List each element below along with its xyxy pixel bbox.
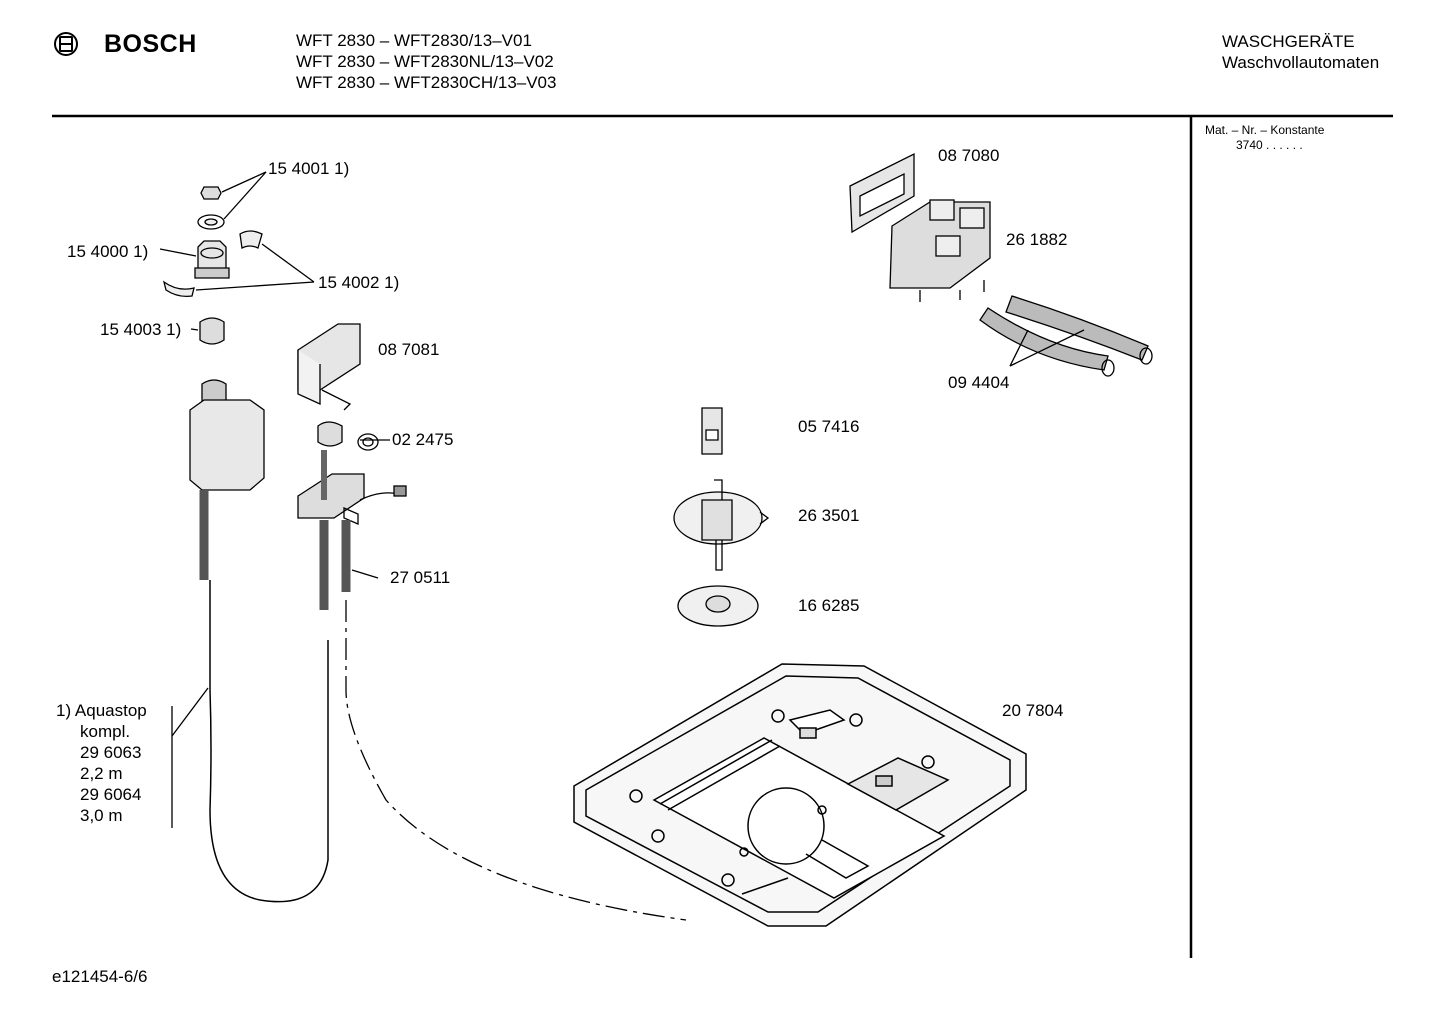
category-title: WASCHGERÄTE	[1222, 32, 1355, 51]
part-label-154001: 15 4001 1)	[268, 159, 350, 178]
aquastop-note-title: 1) Aquastop	[56, 701, 147, 720]
model-line-3: WFT 2830 – WFT2830CH/13–V03	[296, 73, 557, 92]
aquastop-note-length-2: 3,0 m	[80, 806, 123, 825]
model-line-2: WFT 2830 – WFT2830NL/13–V02	[296, 52, 554, 71]
part-label-270511: 27 0511	[390, 568, 451, 587]
aquastop-fittings	[159, 171, 315, 345]
subcategory-title: Waschvollautomaten	[1222, 53, 1380, 72]
aquastop-valve-box	[189, 379, 329, 903]
aquastop-note-length-1: 2,2 m	[80, 764, 123, 783]
part-label-057416: 05 7416	[798, 417, 860, 436]
part-label-154003: 15 4003 1)	[100, 320, 182, 339]
part-label-166285: 16 6285	[798, 596, 860, 615]
part-label-087081: 08 7081	[378, 340, 440, 359]
aquastop-note-part-2: 29 6064	[80, 785, 142, 804]
solenoid-valve-assembly	[849, 152, 1153, 377]
part-label-263501: 26 3501	[798, 506, 860, 525]
center-small-parts	[673, 407, 770, 627]
part-label-261882: 26 1882	[1006, 230, 1068, 249]
mat-nr-value: 3740 . . . . . .	[1236, 138, 1303, 152]
part-label-087080: 08 7080	[938, 146, 1000, 165]
mat-nr-label: Mat. – Nr. – Konstante	[1205, 123, 1325, 137]
brand-name: BOSCH	[104, 30, 197, 58]
part-label-154000: 15 4000 1)	[67, 242, 149, 261]
part-label-207804: 20 7804	[1002, 701, 1064, 720]
aquastop-note-part-1: 29 6063	[80, 743, 142, 762]
part-label-022475: 02 2475	[392, 430, 454, 449]
hose-cover-assembly	[297, 323, 687, 921]
part-label-094404: 09 4404	[948, 373, 1010, 392]
part-label-154002: 15 4002 1)	[318, 273, 400, 292]
document-id: e121454-6/6	[52, 967, 148, 986]
model-line-1: WFT 2830 – WFT2830/13–V01	[296, 31, 532, 50]
base-plate	[573, 663, 1027, 927]
bosch-logo-icon	[54, 32, 78, 56]
aquastop-note-kompl: kompl.	[80, 722, 131, 741]
